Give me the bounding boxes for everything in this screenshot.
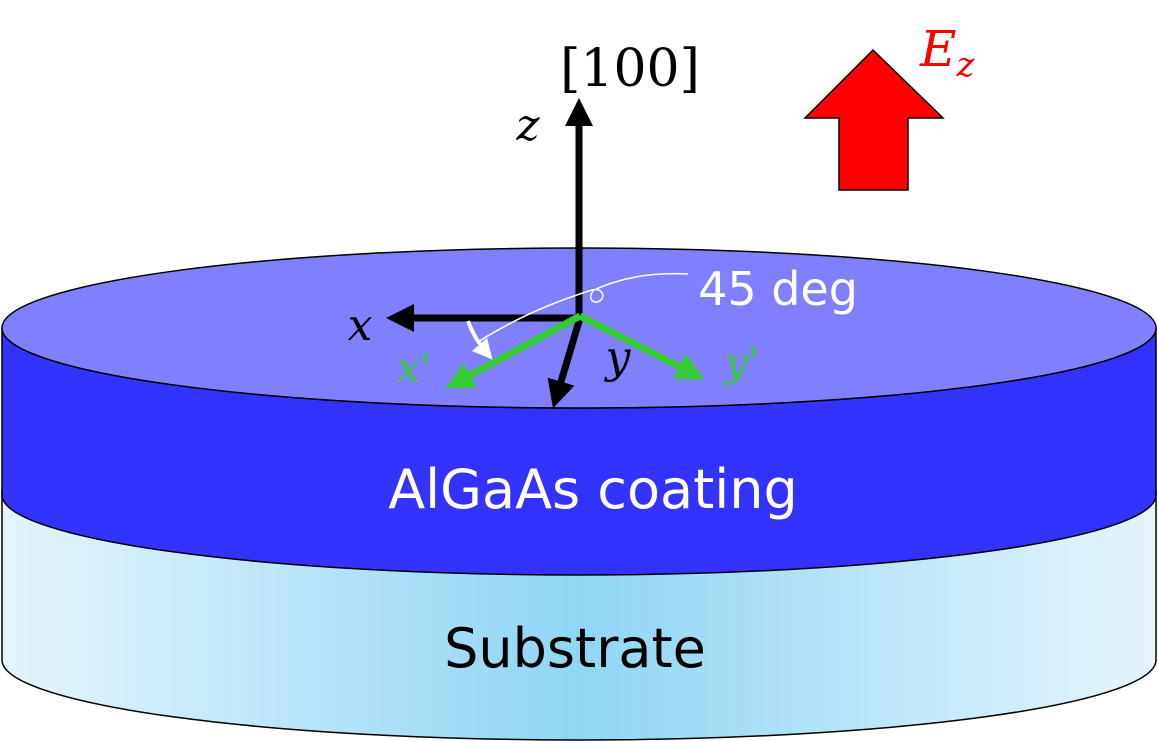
angle-arc-arrow xyxy=(466,320,493,360)
coating-label: AlGaAs coating xyxy=(388,458,798,521)
x-prime-axis-arrow xyxy=(445,312,582,389)
x-axis-label: x xyxy=(348,300,373,351)
angle-label: 45 deg xyxy=(698,262,858,316)
field-label-subscript: z xyxy=(956,45,976,85)
field-label-main: E xyxy=(919,20,957,78)
z-axis-label: z xyxy=(515,100,540,151)
field-label: Ez xyxy=(919,20,976,85)
x-prime-axis-label: x' xyxy=(397,346,431,392)
angle-leader-line xyxy=(477,272,689,343)
y-prime-axis-arrow xyxy=(578,312,705,380)
y-axis-label: y xyxy=(604,332,632,383)
substrate-label: Substrate xyxy=(444,617,706,680)
crystal-direction-label: [100] xyxy=(560,39,700,99)
y-prime-axis-label: y' xyxy=(723,340,759,386)
y-axis-arrow xyxy=(547,316,584,409)
field-arrow xyxy=(803,48,945,191)
